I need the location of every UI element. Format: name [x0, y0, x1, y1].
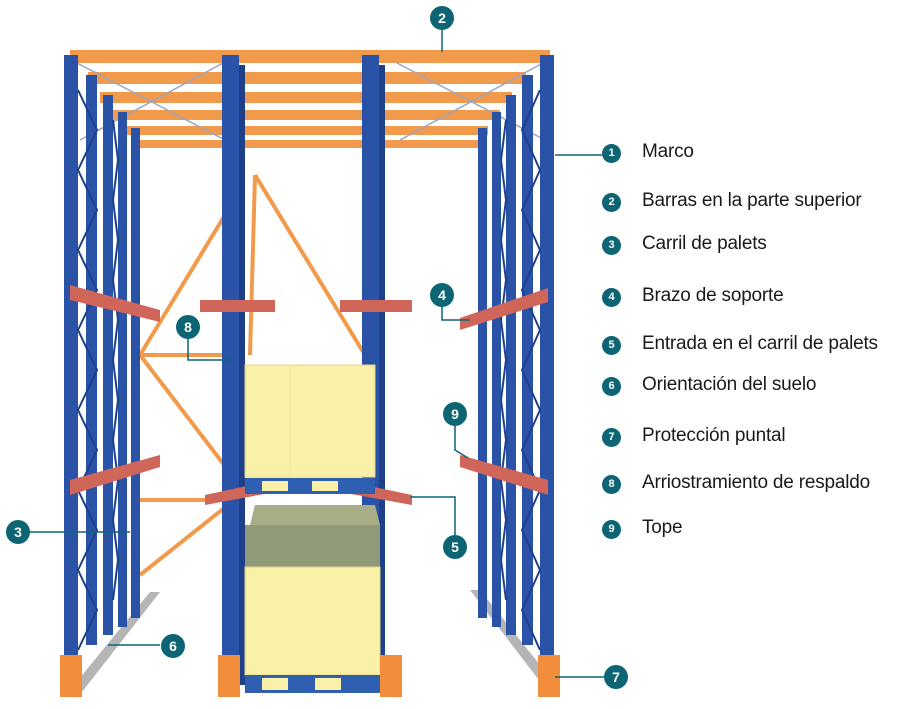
legend-label: Protección puntal — [642, 425, 786, 446]
number-badge-icon: 5 — [602, 336, 621, 355]
top-beams — [70, 50, 550, 148]
number-badge-icon: 3 — [602, 236, 621, 255]
legend-label: Carril de palets — [642, 233, 767, 254]
legend-label: Barras en la parte superior — [642, 190, 862, 211]
callout-6-badge: 6 — [161, 634, 185, 658]
callout-3-badge: 3 — [6, 520, 30, 544]
number-badge-icon: 2 — [602, 193, 621, 212]
number-badge-icon: 9 — [602, 520, 621, 539]
back-bracing — [138, 173, 367, 577]
number-badge-icon: 6 — [602, 377, 621, 396]
support-arms — [70, 285, 548, 505]
callout-5-badge: 5 — [443, 535, 467, 559]
number-badge-icon: 7 — [602, 428, 621, 447]
callout-8-badge: 8 — [176, 315, 200, 339]
callout-leader-lines — [28, 30, 604, 678]
legend-label: Marco — [642, 141, 694, 162]
number-badge-icon: 1 — [602, 144, 621, 163]
lower-pallet-load — [244, 505, 381, 693]
legend-label: Arriostramiento de respaldo — [642, 472, 870, 493]
left-frame-bracing — [76, 89, 120, 651]
number-badge-icon: 4 — [602, 288, 621, 307]
legend-label: Tope — [642, 517, 683, 538]
left-frame-uprights — [64, 55, 140, 660]
legend-label: Brazo de soporte — [642, 285, 784, 306]
callout-2-badge: 2 — [430, 6, 454, 30]
callout-4-badge: 4 — [430, 283, 454, 307]
legend-label: Orientación del suelo — [642, 374, 817, 395]
callout-7-badge: 7 — [604, 665, 628, 689]
post-protectors — [60, 655, 560, 697]
number-badge-icon: 8 — [602, 475, 621, 494]
legend-label: Entrada en el carril de palets — [642, 333, 878, 354]
right-frame-bracing — [499, 89, 542, 651]
right-frame-uprights — [478, 55, 554, 660]
callout-9-badge: 9 — [443, 402, 467, 426]
upper-pallet-load — [244, 364, 376, 494]
